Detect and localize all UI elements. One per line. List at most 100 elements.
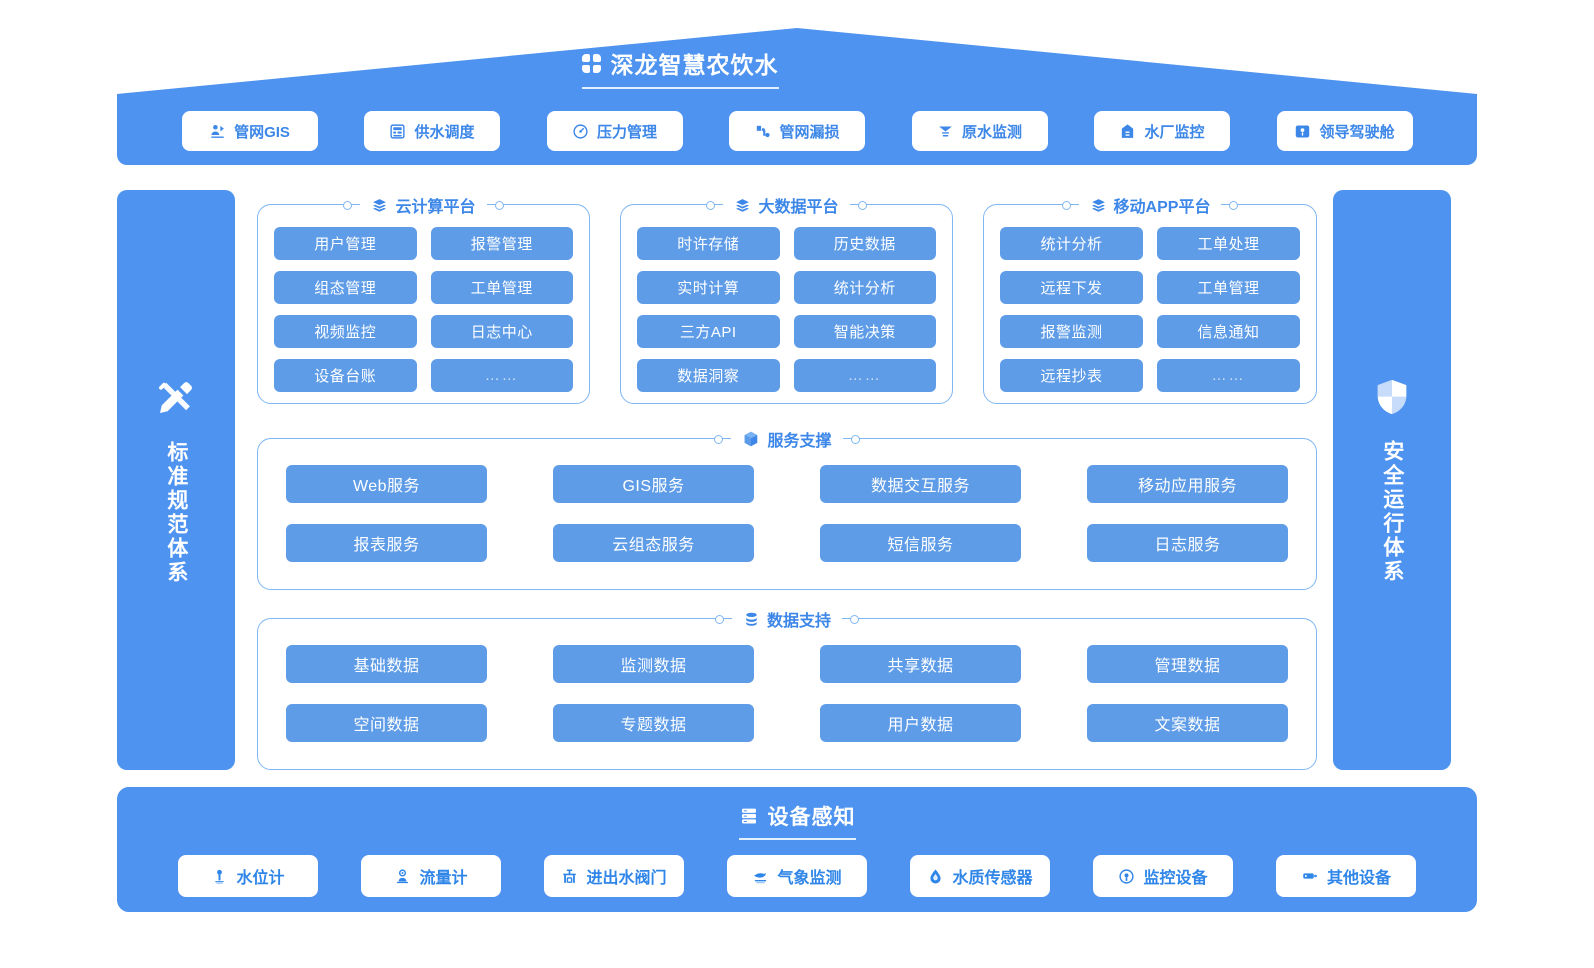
panel-mobile-app-platform: 移动APP平台 统计分析 工单处理 远程下发 工单管理 报警监测 信息通知 远程… xyxy=(983,193,1317,404)
tile-more[interactable]: …… xyxy=(1157,359,1300,392)
connector-dot-right xyxy=(857,200,867,210)
leader-cockpit-icon xyxy=(1296,124,1310,138)
nav-item-label: 领导驾驶舱 xyxy=(1319,123,1395,141)
connector-dot-left xyxy=(1061,200,1071,210)
tile[interactable]: 报表服务 xyxy=(286,524,487,562)
tile[interactable]: 云组态服务 xyxy=(553,524,754,562)
database-icon xyxy=(746,612,757,626)
connector-dot-left xyxy=(343,200,353,210)
nav-item-pipe-leakage[interactable]: 管网漏损 xyxy=(729,111,865,151)
panel-title: 大数据平台 xyxy=(758,199,839,216)
panel-big-data-platform: 大数据平台 时许存储 历史数据 实时计算 统计分析 三方API 智能决策 数据洞… xyxy=(620,193,953,404)
connector-dot-left xyxy=(714,614,724,624)
tile[interactable]: 共享数据 xyxy=(820,645,1021,683)
tile[interactable]: 日志服务 xyxy=(1087,524,1288,562)
tile[interactable]: 统计分析 xyxy=(793,271,936,304)
tile-more[interactable]: …… xyxy=(430,359,573,392)
nav-item-label: 管网漏损 xyxy=(779,123,840,141)
tile[interactable]: 空间数据 xyxy=(286,704,487,742)
tile[interactable]: 数据交互服务 xyxy=(820,465,1021,503)
water-quality-sensor-icon xyxy=(930,869,942,883)
tile-more[interactable]: …… xyxy=(793,359,936,392)
tile[interactable]: 工单管理 xyxy=(430,271,573,304)
connector-dot-left xyxy=(714,434,724,444)
nav-item-pressure-management[interactable]: 压力管理 xyxy=(546,111,683,151)
page-title: 深龙智慧农饮水 xyxy=(610,52,779,78)
connector-dot-right xyxy=(1229,200,1239,210)
tile[interactable]: 专题数据 xyxy=(553,704,754,742)
tile[interactable]: 工单处理 xyxy=(1157,227,1300,260)
tile[interactable]: 组态管理 xyxy=(274,271,417,304)
tile[interactable]: 报警管理 xyxy=(430,227,573,260)
tile[interactable]: 智能决策 xyxy=(793,315,936,348)
panel-title: 云计算平台 xyxy=(395,199,476,216)
tile[interactable]: 工单管理 xyxy=(1157,271,1300,304)
device-chip-valve[interactable]: 进出水阀门 xyxy=(544,855,684,897)
pipe-network-gis-icon xyxy=(211,124,224,138)
tile[interactable]: 设备台账 xyxy=(274,359,417,392)
tile[interactable]: 数据洞察 xyxy=(637,359,780,392)
tile[interactable]: 信息通知 xyxy=(1157,315,1300,348)
tile[interactable]: 报警监测 xyxy=(1000,315,1143,348)
nav-item-leader-cockpit[interactable]: 领导驾驶舱 xyxy=(1276,111,1413,151)
panel-cloud-computing-platform: 云计算平台 用户管理 报警管理 组态管理 工单管理 视频监控 日志中心 设备台账… xyxy=(257,193,590,404)
panel-header: 数据支持 xyxy=(258,607,1316,631)
water-level-gauge-icon xyxy=(215,869,225,884)
device-chip-label: 其他设备 xyxy=(1326,870,1391,887)
tile[interactable]: 监测数据 xyxy=(553,645,754,683)
tile[interactable]: 移动应用服务 xyxy=(1087,465,1288,503)
tile[interactable]: 历史数据 xyxy=(793,227,936,260)
flow-meter-icon xyxy=(397,868,409,883)
device-chip-other-device[interactable]: 其他设备 xyxy=(1276,855,1416,897)
tile[interactable]: GIS服务 xyxy=(553,465,754,503)
device-chip-water-quality-sensor[interactable]: 水质传感器 xyxy=(910,855,1050,897)
four-dot-grid-icon xyxy=(581,53,601,73)
panel-service-support: 服务支撑 Web服务 GIS服务 数据交互服务 移动应用服务 报表服务 云组态服… xyxy=(257,427,1317,590)
pillar-left-label: 标准规范体系 xyxy=(164,441,188,585)
nav-item-pipe-network-gis[interactable]: 管网GIS xyxy=(181,111,318,151)
device-sensing-title: 设备感知 xyxy=(767,806,856,829)
raw-water-monitor-icon xyxy=(939,126,952,136)
tile[interactable]: 用户数据 xyxy=(820,704,1021,742)
tile[interactable]: 三方API xyxy=(637,315,780,348)
panel-title: 数据支持 xyxy=(766,613,831,630)
layers-icon xyxy=(736,198,750,212)
nav-item-raw-water-monitor[interactable]: 原水监测 xyxy=(911,111,1048,151)
nav-item-label: 压力管理 xyxy=(596,123,657,141)
nav-item-waterworks-monitor[interactable]: 水厂监控 xyxy=(1094,111,1230,151)
tile[interactable]: 时许存储 xyxy=(637,227,780,260)
tile[interactable]: 用户管理 xyxy=(274,227,417,260)
device-sensing-title-block: 设备感知 xyxy=(117,801,1477,840)
connector-dot-right xyxy=(850,434,860,444)
connector-dot-right xyxy=(850,614,859,624)
tile[interactable]: 日志中心 xyxy=(430,315,573,348)
tile[interactable]: 基础数据 xyxy=(286,645,487,683)
valve-icon xyxy=(563,869,577,883)
tile[interactable]: 实时计算 xyxy=(637,271,780,304)
nav-item-water-supply-dispatch[interactable]: 供水调度 xyxy=(364,111,500,151)
device-chip-row: 水位计 流量计 xyxy=(117,854,1477,898)
tile[interactable]: 管理数据 xyxy=(1087,645,1288,683)
tile[interactable]: 远程抄表 xyxy=(1000,359,1143,392)
tile[interactable]: 统计分析 xyxy=(1000,227,1143,260)
pressure-gauge-icon xyxy=(573,123,588,139)
tile[interactable]: 文案数据 xyxy=(1087,704,1288,742)
tile[interactable]: 视频监控 xyxy=(274,315,417,348)
device-chip-camera[interactable]: 监控设备 xyxy=(1093,855,1233,897)
device-chip-water-level-gauge[interactable]: 水位计 xyxy=(178,855,318,897)
tile[interactable]: Web服务 xyxy=(286,465,487,503)
layers-icon xyxy=(373,198,387,212)
panel-header: 云计算平台 xyxy=(258,193,589,217)
device-chip-label: 流量计 xyxy=(419,870,468,887)
device-chip-label: 气象监测 xyxy=(777,870,842,887)
nav-item-label: 水厂监控 xyxy=(1144,123,1205,141)
tile[interactable]: 短信服务 xyxy=(820,524,1021,562)
pillar-right-label: 安全运行体系 xyxy=(1380,440,1404,584)
device-chip-weather-monitor[interactable]: 气象监测 xyxy=(727,855,867,897)
weather-monitor-icon xyxy=(754,872,767,883)
cube-icon xyxy=(745,431,758,447)
tile[interactable]: 远程下发 xyxy=(1000,271,1143,304)
server-stack-icon xyxy=(741,808,756,824)
app-title-block: 深龙智慧农饮水 xyxy=(0,46,1360,89)
device-chip-flow-meter[interactable]: 流量计 xyxy=(361,855,501,897)
